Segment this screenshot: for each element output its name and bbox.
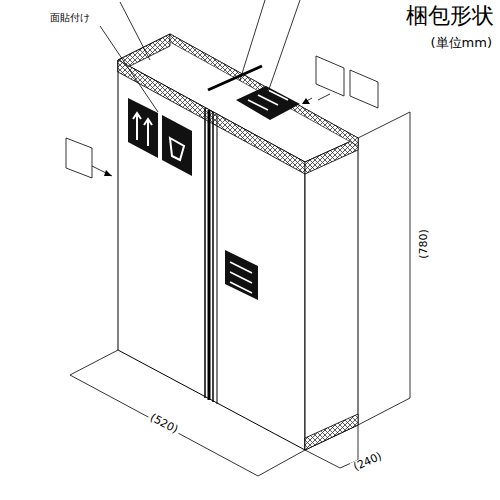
sticker-callout: 面貼付け — [50, 12, 90, 23]
dimension-height: (780) — [418, 227, 430, 261]
dimension-width: (520) — [146, 411, 181, 437]
diagram-title: 梱包形状 — [406, 4, 494, 28]
dimension-depth: (240) — [350, 450, 386, 475]
unit-note: (単位mm) — [431, 36, 492, 50]
